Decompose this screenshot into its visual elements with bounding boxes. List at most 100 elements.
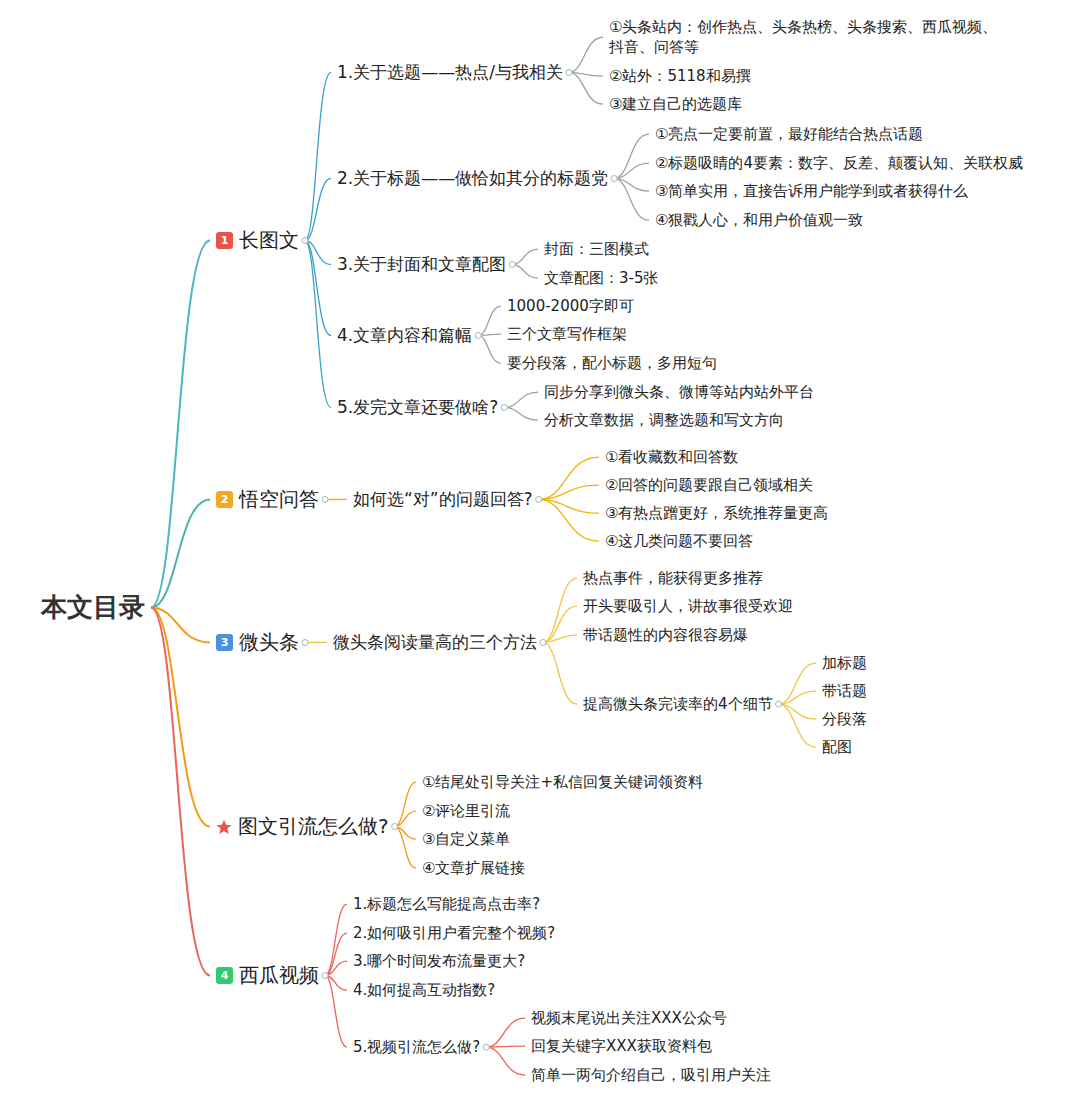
topic-node: 图文引流怎么做? — [213, 811, 392, 842]
topic-node: 分析文章数据，调整选题和写文方向 — [541, 408, 787, 432]
topic-node: 同步分享到微头条、微博等站内站外平台 — [541, 380, 817, 404]
branch-line — [614, 163, 649, 178]
topic-text: 微头条 — [239, 629, 299, 656]
topic-text: 西瓜视频 — [239, 962, 319, 989]
collapse-dot — [509, 261, 515, 267]
topic-node: ①看收藏数和回答数 — [602, 445, 741, 469]
topic-node: ④狠戳人心，和用户价值观一致 — [652, 208, 866, 232]
branch-line — [779, 663, 816, 704]
topic-text: 同步分享到微头条、微博等站内站外平台 — [544, 382, 814, 402]
branch-line — [151, 608, 210, 827]
branch-line — [486, 1018, 525, 1047]
topic-node: ②站外：5118和易撰 — [606, 64, 754, 88]
topic-node: ③建立自己的选题库 — [606, 92, 745, 116]
topic-text: 开头要吸引人，讲故事很受欢迎 — [583, 596, 793, 616]
topic-node: 4.如何提高互动指数? — [350, 978, 498, 1002]
topic-text: 回复关键字XXX获取资料包 — [531, 1036, 712, 1056]
topic-node: ③简单实用，直接告诉用户能学到或者获得什么 — [652, 179, 971, 203]
topic-node: ②回答的问题要跟自己领域相关 — [602, 473, 816, 497]
topic-text: ③自定义菜单 — [422, 829, 510, 849]
branch-line — [614, 134, 649, 178]
topic-node: 提高微头条完读率的4个细节 — [580, 692, 776, 716]
topic-node: 要分段落，配小标题，多用短句 — [504, 351, 720, 375]
topic-text: ①看收藏数和回答数 — [605, 447, 738, 467]
branch-line — [539, 457, 599, 499]
topic-text: 长图文 — [239, 227, 299, 254]
topic-text: ①头条站内：创作热点、头条热榜、头条搜索、西瓜视频、抖音、问答等 — [609, 17, 1009, 58]
topic-text: 4.如何提高互动指数? — [353, 980, 495, 1000]
topic-node: 加标题 — [819, 651, 870, 675]
branch-line — [305, 72, 331, 240]
topic-text: 悟空问答 — [239, 486, 319, 513]
branch-line — [151, 500, 210, 608]
topic-text: 2.关于标题——做恰如其分的标题党 — [337, 167, 608, 190]
topic-text: 加标题 — [822, 653, 867, 673]
star-icon — [216, 819, 232, 835]
collapse-dot — [322, 973, 328, 979]
topic-text: ②评论里引流 — [422, 801, 510, 821]
topic-node: 1.关于选题——热点/与我相关 — [334, 59, 566, 86]
topic-text: 3.关于封面和文章配图 — [337, 253, 506, 276]
collapse-dot — [540, 639, 546, 645]
branch-line — [478, 335, 501, 363]
branch-line — [305, 241, 331, 408]
branch-line — [504, 407, 538, 420]
topic-text: ④狠戳人心，和用户价值观一致 — [655, 210, 863, 230]
topic-text: 分段落 — [822, 709, 867, 729]
callout-number: 2 — [216, 491, 233, 508]
topic-text: 4.文章内容和篇幅 — [337, 324, 472, 347]
collapse-dot — [475, 332, 481, 338]
branch-line — [395, 811, 416, 826]
topic-node: 5.视频引流怎么做? — [350, 1035, 483, 1059]
topic-text: 微头条阅读量高的三个方法 — [333, 631, 537, 654]
topic-text: 视频末尾说出关注XXX公众号 — [531, 1008, 727, 1028]
branch-line — [305, 178, 331, 240]
topic-text: 带话题 — [822, 681, 867, 701]
topic-text: 封面：三图模式 — [544, 239, 649, 259]
topic-text: ②站外：5118和易撰 — [609, 66, 751, 86]
topic-node: 3微头条 — [213, 627, 302, 658]
collapse-dot — [536, 496, 542, 502]
topic-text: 配图 — [822, 737, 852, 757]
topic-text: ③建立自己的选题库 — [609, 94, 742, 114]
branch-line — [539, 499, 599, 541]
topic-text: 三个文章写作框架 — [507, 324, 627, 344]
topic-node: 配图 — [819, 735, 855, 759]
branch-line — [504, 392, 538, 407]
topic-node: 回复关键字XXX获取资料包 — [528, 1034, 715, 1058]
topic-node: 2.如何吸引用户看完整个视频? — [350, 921, 558, 945]
topic-node: 带话题 — [819, 679, 870, 703]
topic-node: ④文章扩展链接 — [419, 856, 528, 880]
branch-line — [543, 642, 577, 704]
branch-line — [779, 704, 816, 747]
branch-line — [151, 608, 210, 976]
topic-node: ①亮点一定要前置，最好能结合热点话题 — [652, 122, 926, 146]
topic-node: 带话题性的内容很容易爆 — [580, 623, 751, 647]
branch-line — [512, 249, 538, 264]
topic-text: 热点事件，能获得更多推荐 — [583, 568, 763, 588]
collapse-dot — [392, 824, 398, 830]
topic-text: 带话题性的内容很容易爆 — [583, 625, 748, 645]
callout-number: 1 — [216, 232, 233, 249]
topic-node: ②评论里引流 — [419, 799, 513, 823]
topic-node: ④这几类问题不要回答 — [602, 529, 756, 553]
branch-line — [543, 635, 577, 642]
branch-line — [478, 306, 501, 335]
topic-text: 5.发完文章还要做啥? — [337, 396, 498, 419]
topic-text: ②回答的问题要跟自己领域相关 — [605, 475, 813, 495]
topic-node: 2 悟空问答 — [213, 484, 322, 515]
topic-text: 1.标题怎么写能提高点击率? — [353, 894, 540, 914]
branch-line — [305, 241, 331, 336]
topic-node: ①头条站内：创作热点、头条热榜、头条搜索、西瓜视频、抖音、问答等 — [606, 15, 1012, 60]
topic-text: 分析文章数据，调整选题和写文方向 — [544, 410, 784, 430]
topic-node: 开头要吸引人，讲故事很受欢迎 — [580, 594, 796, 618]
topic-text: ①结尾处引导关注+私信回复关键词领资料 — [422, 772, 703, 792]
collapse-dot — [566, 69, 572, 75]
topic-node: 1000-2000字即可 — [504, 294, 637, 318]
root-topic: 本文目录 — [38, 588, 148, 627]
topic-node: 热点事件，能获得更多推荐 — [580, 566, 766, 590]
topic-node: 3.哪个时间发布流量更大? — [350, 949, 528, 973]
topic-text: 提高微头条完读率的4个细节 — [583, 694, 773, 714]
collapse-dot — [302, 238, 308, 244]
